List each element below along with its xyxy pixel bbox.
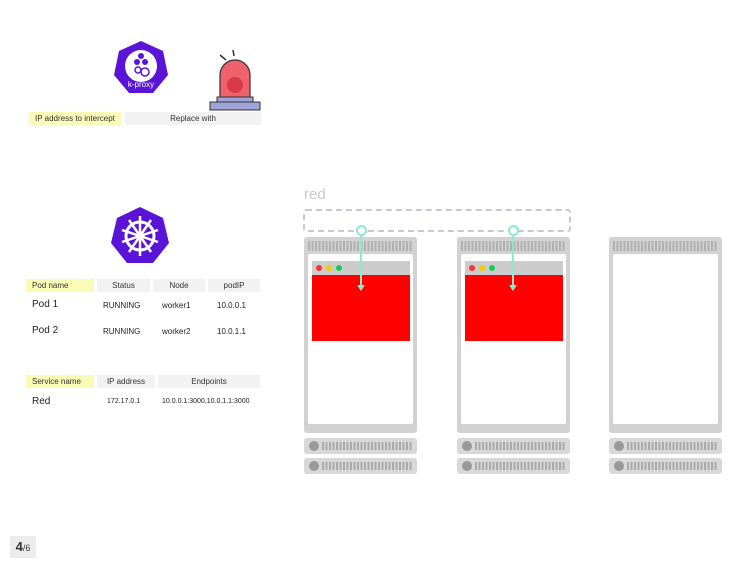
header-service-name: Service name [26, 375, 94, 388]
endpoint-circle [508, 225, 519, 236]
docker-icon [309, 441, 319, 451]
docker-bar [457, 438, 570, 454]
service-name: Red [32, 396, 51, 407]
docker-bar [609, 438, 722, 454]
pod-red-2 [465, 261, 563, 341]
docker-bar [304, 438, 417, 454]
worker-node-2 [457, 237, 570, 433]
docker-icon [462, 441, 472, 451]
service-ip: 172.17.0.1 [107, 398, 141, 405]
kubelet-bar [304, 458, 417, 474]
header-replace-with: Replace with [125, 112, 261, 125]
header-ip-address: IP address [97, 375, 155, 388]
pod-ip: 10.0.0.1 [217, 301, 246, 310]
route-arrow [360, 232, 362, 286]
kubernetes-icon [309, 461, 319, 471]
kubelet-bar [457, 458, 570, 474]
header-ip-to-intercept: IP address to intercept [29, 112, 121, 125]
pod-status: RUNNING [103, 301, 141, 310]
pod-name: Pod 2 [32, 325, 59, 336]
worker-node-1 [304, 237, 417, 433]
slide-pager[interactable]: 4/6 [10, 536, 36, 558]
worker-node-3 [609, 237, 722, 433]
route-arrow [512, 232, 514, 286]
alarm-siren-icon [209, 50, 261, 111]
svg-text:k-proxy: k-proxy [128, 80, 154, 89]
header-endpoints: Endpoints [158, 375, 260, 388]
service-label: red [304, 186, 326, 203]
pod-status: RUNNING [103, 327, 141, 336]
header-podip: podIP [208, 279, 260, 292]
pod-ip: 10.0.1.1 [217, 327, 246, 336]
arrow-head [357, 285, 365, 291]
header-pod-name: Pod name [26, 279, 94, 292]
service-endpoints: 10.0.0.1:3000,10.0.1.1:3000 [162, 398, 250, 405]
kubernetes-logo [111, 207, 169, 263]
pod-node: worker2 [162, 327, 191, 336]
service-box [303, 209, 571, 232]
pod-node: worker1 [162, 301, 191, 310]
pod-name: Pod 1 [32, 299, 59, 310]
kubernetes-icon [462, 461, 472, 471]
header-node: Node [153, 279, 205, 292]
arrow-head [509, 285, 517, 291]
kubernetes-icon [614, 461, 624, 471]
k-proxy-logo: k-proxy [114, 41, 168, 93]
endpoint-circle [356, 225, 367, 236]
docker-icon [614, 441, 624, 451]
header-status: Status [97, 279, 150, 292]
kubelet-bar [609, 458, 722, 474]
